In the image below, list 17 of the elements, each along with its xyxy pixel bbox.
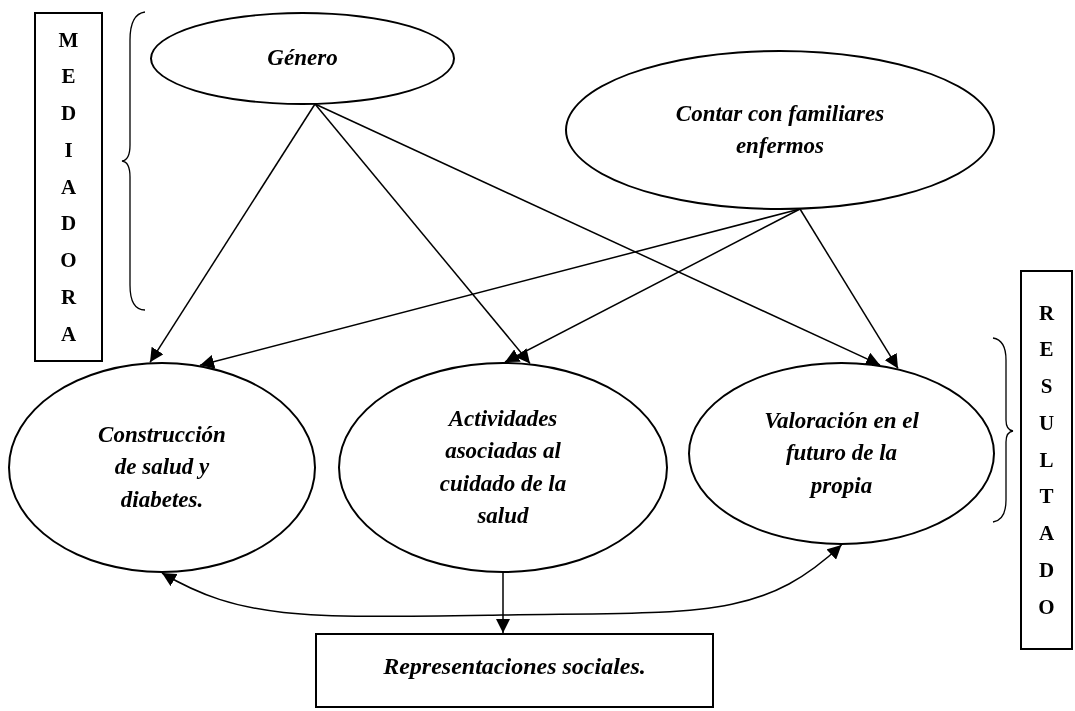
arrow: [799, 208, 899, 370]
text-box: [315, 633, 714, 708]
arrow: [496, 572, 510, 634]
node-label: Valoración en el futuro de la propia: [763, 407, 920, 500]
node-label: Construcción de salud y diabetes.: [97, 421, 227, 514]
vertical-label-box: [1020, 270, 1073, 650]
vertical-label-box: [34, 12, 103, 362]
vertical-label: MEDIADORA: [58, 26, 79, 348]
vertical-label: RESULTADO: [1037, 299, 1056, 621]
node-label: Contar con familiares enfermos: [674, 99, 886, 160]
node-label: Representaciones sociales.: [383, 652, 646, 681]
node-label: Género: [267, 44, 338, 73]
arrow: [504, 208, 801, 363]
node-label: Actividades asociadas al cuidado de la salud: [438, 405, 568, 530]
arrow: [314, 103, 531, 365]
arrow: [161, 544, 843, 618]
arrow: [149, 103, 316, 364]
